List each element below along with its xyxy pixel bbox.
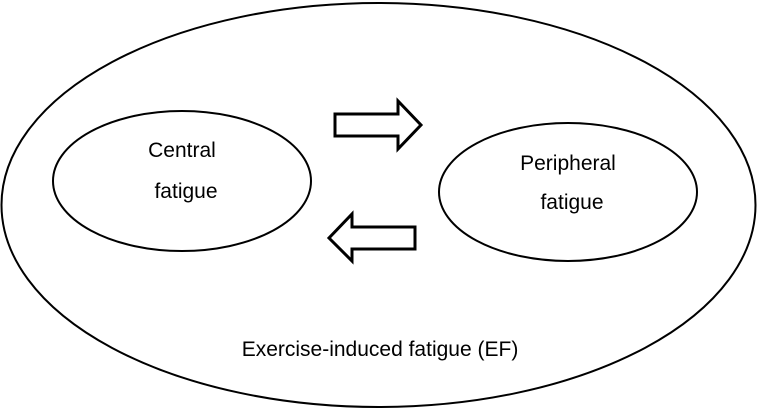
right-arrow-icon (333, 97, 424, 153)
peripheral-fatigue-ellipse (438, 122, 698, 262)
central-fatigue-ellipse (52, 110, 312, 252)
left-arrow-icon (326, 210, 417, 265)
central-fatigue-label-line1: Central (148, 139, 216, 162)
exercise-induced-fatigue-label: Exercise-induced fatigue (EF) (242, 338, 519, 361)
peripheral-fatigue-label-line1: Peripheral (520, 152, 616, 175)
peripheral-fatigue-label-line2: fatigue (540, 191, 603, 214)
central-fatigue-label-line2: fatigue (154, 180, 217, 203)
